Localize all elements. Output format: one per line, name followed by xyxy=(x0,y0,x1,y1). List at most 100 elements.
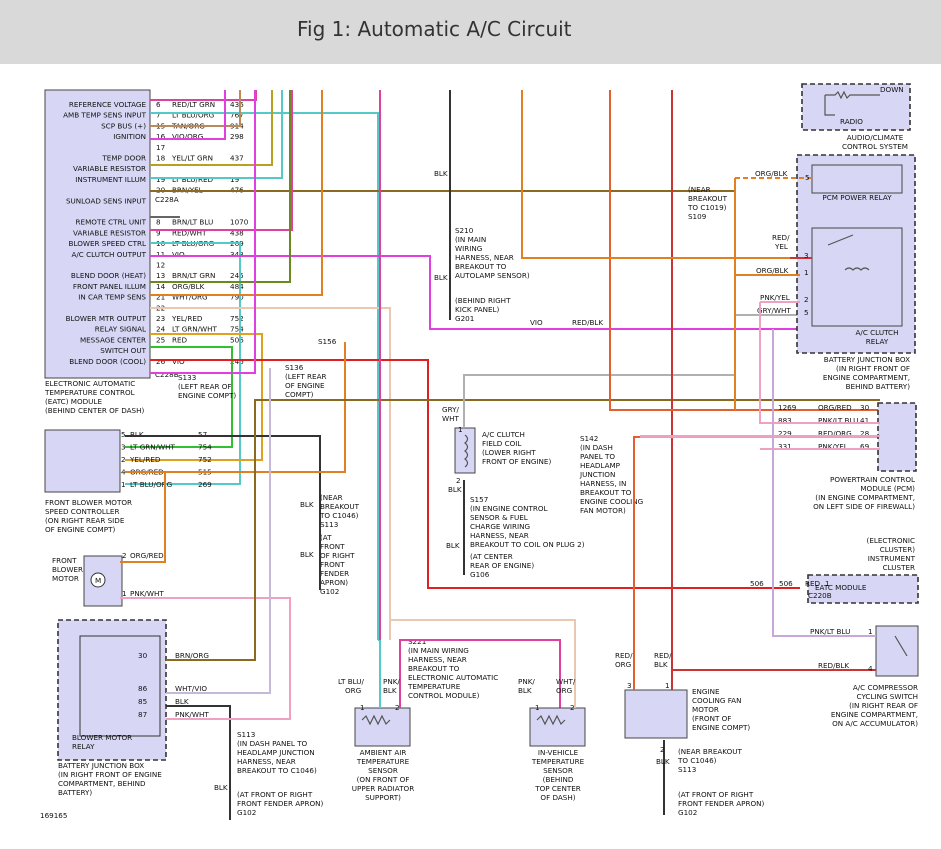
s221-line-3: BREAKOUT TO xyxy=(408,664,460,673)
eatc-pin-wire: RED/WHT xyxy=(172,228,207,237)
ambient-wire2: PNK/ xyxy=(383,677,400,686)
s109-line-0: (NEAR xyxy=(688,185,711,194)
eatc-pin-number: 25 xyxy=(156,335,165,344)
eatc-pin-wire: LT GRN/WHT xyxy=(172,325,218,334)
s136-line-2: OF ENGINE xyxy=(285,381,325,390)
g102-mid-line-2: OF RIGHT xyxy=(320,551,355,560)
compressor-caption-line-2: (IN RIGHT REAR OF xyxy=(849,701,918,710)
eatc-pin-circuit: 767 xyxy=(230,111,244,120)
s142-line-1: (IN DASH xyxy=(580,443,613,452)
ambient-caption-line-2: SENSOR xyxy=(368,766,398,775)
s133-line-2: ENGINE COMPT) xyxy=(178,391,236,400)
battery-junction-box-left xyxy=(57,619,167,761)
front-blower-label-line-2: MOTOR xyxy=(52,574,79,583)
eatc-pin-name: VARIABLE RESISTOR xyxy=(73,228,146,237)
fbmsc-pin-number: 3 xyxy=(121,443,126,452)
audio-caption-line-1: CONTROL SYSTEM xyxy=(842,142,908,151)
eatc-pin-circuit: 436 xyxy=(230,100,244,109)
vio-wire-label: VIO xyxy=(530,318,543,327)
ambient-pin1: 1 xyxy=(360,703,365,712)
coil-caption-line-2: (LOWER RIGHT xyxy=(482,448,536,457)
pcm-relay-label: PCM POWER RELAY xyxy=(822,193,892,202)
fan-pin2: 2 xyxy=(660,745,665,754)
s133-line-0: S133 xyxy=(178,373,196,382)
invehicle-caption-line-3: (BEHIND xyxy=(543,775,574,784)
eatc-pin-number: 14 xyxy=(156,282,166,291)
s142-line-0: S142 xyxy=(580,434,598,443)
s221-line-1: (IN MAIN WIRING xyxy=(408,646,469,655)
bjb-left-pin: 86 xyxy=(138,684,148,693)
eatc-caption-line-2: (EATC) MODULE xyxy=(45,397,102,406)
eatc-pin-circuit: 348 xyxy=(230,250,244,259)
fan-pin1: 1 xyxy=(665,681,670,690)
coil-pin2: 2 xyxy=(456,476,461,485)
pcm-pin-wire: RED/ORG xyxy=(818,429,852,438)
g102-low-line-1: FRONT FENDER APRON) xyxy=(237,799,324,808)
eatc-pin-number: 21 xyxy=(156,293,165,302)
ac-relay-label-line-0: A/C CLUTCH xyxy=(856,328,899,337)
cluster-wire: RED xyxy=(805,579,821,588)
s142-line-6: BREAKOUT TO xyxy=(580,488,632,497)
figure-id: 169165 xyxy=(40,811,67,820)
invehicle-caption-line-0: IN-VEHICLE xyxy=(538,748,579,757)
fan-caption-line-1: COOLING FAN xyxy=(692,696,741,705)
s157-line-3: CHARGE WIRING xyxy=(470,522,530,531)
bjb-left-wire: BLK xyxy=(175,697,189,706)
eatc-pin-number: 26 xyxy=(156,357,166,366)
s142-line-5: HARNESS, IN xyxy=(580,479,626,488)
in-vehicle-sensor-box xyxy=(529,707,586,747)
g201-line-0: (BEHIND RIGHT xyxy=(455,296,511,305)
eatc-pin-circuit: 484 xyxy=(230,282,244,291)
front-blower-label-line-1: BLOWER xyxy=(52,565,83,574)
eatc-caption-line-1: TEMPERATURE CONTROL xyxy=(44,388,135,397)
s133-line-1: (LEFT REAR OF xyxy=(178,382,232,391)
cluster-caption-line-2: INSTRUMENT xyxy=(868,554,916,563)
compressor-caption-line-1: CYCLING SWITCH xyxy=(857,692,918,701)
invehicle-caption-line-4: TOP CENTER xyxy=(534,784,581,793)
cluster-circuit: 506 xyxy=(779,579,793,588)
red-blk-wire-label: RED/BLK xyxy=(572,318,603,327)
fan-s113-line-0: (NEAR BREAKOUT xyxy=(678,747,743,756)
blk-wire-label-3: BLK xyxy=(300,500,314,509)
g201-line-1: KICK PANEL) xyxy=(455,305,500,314)
s113-dash-line-1: (IN DASH PANEL TO xyxy=(237,739,308,748)
fbmsc-pin-wire: YEL/RED xyxy=(129,455,161,464)
eatc-pin-wire: LT BLU/ORG xyxy=(172,111,214,120)
ambient-wire1: LT BLU/ xyxy=(338,677,365,686)
eatc-pin-circuit: 246 xyxy=(230,357,244,366)
bjb-right-wire-pnk-yel: PNK/YEL xyxy=(760,293,790,302)
blk-wire-label-4: BLK xyxy=(300,550,314,559)
fan-g102-line-2: G102 xyxy=(678,808,697,817)
ambient-caption-line-0: AMBIENT AIR xyxy=(360,748,407,757)
pcm-pin-wire: PNK/LT BLU xyxy=(818,416,858,425)
fan-caption-line-4: ENGINE COMPT) xyxy=(692,723,750,732)
s142-line-3: HEADLAMP xyxy=(580,461,621,470)
fbmsc-pin-circuit: 754 xyxy=(198,443,212,452)
compressor-caption-line-3: ENGINE COMPARTMENT, xyxy=(831,710,918,719)
g102-mid-line-0: (AT xyxy=(320,533,332,542)
fbmsc-caption-line-1: SPEED CONTROLLER xyxy=(45,507,119,516)
ambient-wire2b: BLK xyxy=(383,686,397,695)
s113-c1046-line-1: BREAKOUT xyxy=(320,502,360,511)
fbmsc-pin-wire: BLK xyxy=(130,430,144,439)
eatc-pin-wire: LT BLU/RED xyxy=(172,175,213,184)
cluster-caption-line-0: (ELECTRONIC xyxy=(867,536,915,545)
fbmsc-pin-circuit: 269 xyxy=(198,480,212,489)
fbmsc-pin-wire: LT GRN/WHT xyxy=(130,443,176,452)
pcm-pin-number: 69 xyxy=(860,442,870,451)
eatc-pin-wire: VIO xyxy=(172,357,185,366)
cluster-caption-line-1: CLUSTER) xyxy=(880,545,915,554)
pcm-caption-line-3: ON LEFT SIDE OF FIREWALL) xyxy=(813,502,915,511)
eatc-pin-name: BLOWER SPEED CTRL xyxy=(69,239,146,248)
radio-label: RADIO xyxy=(840,117,863,126)
coil-caption-line-0: A/C CLUTCH xyxy=(482,430,525,439)
g102-mid-line-1: FRONT xyxy=(320,542,345,551)
eatc-wires xyxy=(125,90,800,640)
s136-line-1: (LEFT REAR xyxy=(285,372,326,381)
